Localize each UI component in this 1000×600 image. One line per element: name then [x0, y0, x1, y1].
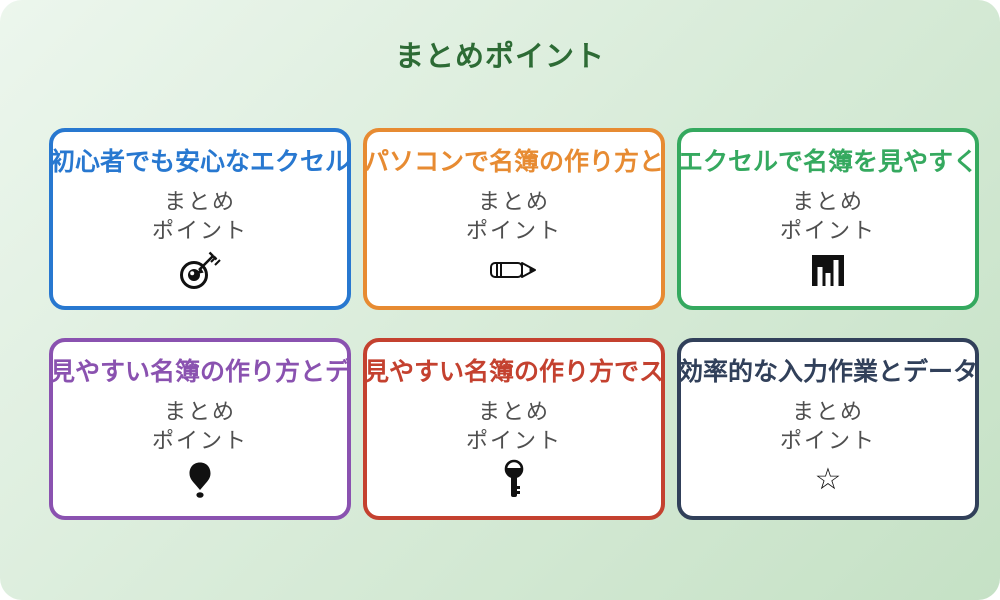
card-title: パソコンで名簿の作り方と	[364, 148, 665, 176]
subtitle-line-1: まとめ	[477, 189, 550, 214]
summary-card[interactable]: 見やすい名簿の作り方とデ まとめ ポイント	[49, 338, 351, 520]
subtitle-line-2: ポイント	[465, 428, 562, 453]
subtitle-line-1: まとめ	[791, 399, 864, 424]
cards-grid: 初心者でも安心なエクセル まとめ ポイント パソコンで名簿の作り方と まとめ ポ…	[49, 128, 979, 520]
subtitle-line-2: ポイント	[151, 218, 248, 243]
card-title: 初心者でも安心なエクセル	[50, 148, 351, 176]
subtitle-line-2: ポイント	[465, 218, 562, 243]
card-subtitle: まとめ ポイント	[152, 397, 248, 455]
subtitle-line-2: ポイント	[779, 218, 876, 243]
summary-card[interactable]: 見やすい名簿の作り方でス まとめ ポイント	[363, 338, 665, 520]
bar-chart-icon	[808, 249, 848, 291]
card-subtitle: まとめ ポイント	[466, 187, 562, 245]
card-subtitle: まとめ ポイント	[152, 187, 248, 245]
card-title: エクセルで名簿を見やすく	[678, 148, 979, 176]
subtitle-line-2: ポイント	[779, 428, 876, 453]
lightbulb-icon	[180, 459, 220, 501]
subtitle-line-1: まとめ	[163, 399, 236, 424]
card-title: 見やすい名簿の作り方とデ	[50, 358, 351, 386]
card-subtitle: まとめ ポイント	[466, 397, 562, 455]
card-subtitle: まとめ ポイント	[780, 187, 876, 245]
card-subtitle: まとめ ポイント	[780, 397, 876, 455]
summary-card[interactable]: 初心者でも安心なエクセル まとめ ポイント	[49, 128, 351, 310]
subtitle-line-1: まとめ	[791, 189, 864, 214]
summary-card[interactable]: 効率的な入力作業とデータ まとめ ポイント ☆	[677, 338, 979, 520]
summary-card[interactable]: エクセルで名簿を見やすく まとめ ポイント	[677, 128, 979, 310]
star-icon: ☆	[814, 462, 842, 497]
target-icon	[178, 249, 222, 291]
subtitle-line-1: まとめ	[477, 399, 550, 424]
card-title: 効率的な入力作業とデータ	[678, 358, 979, 386]
pencil-icon	[488, 249, 540, 291]
summary-card[interactable]: パソコンで名簿の作り方と まとめ ポイント	[363, 128, 665, 310]
card-title: 見やすい名簿の作り方でス	[364, 358, 665, 386]
page-title: まとめポイント	[394, 41, 605, 73]
subtitle-line-2: ポイント	[151, 428, 248, 453]
key-icon	[494, 459, 534, 501]
subtitle-line-1: まとめ	[163, 189, 236, 214]
